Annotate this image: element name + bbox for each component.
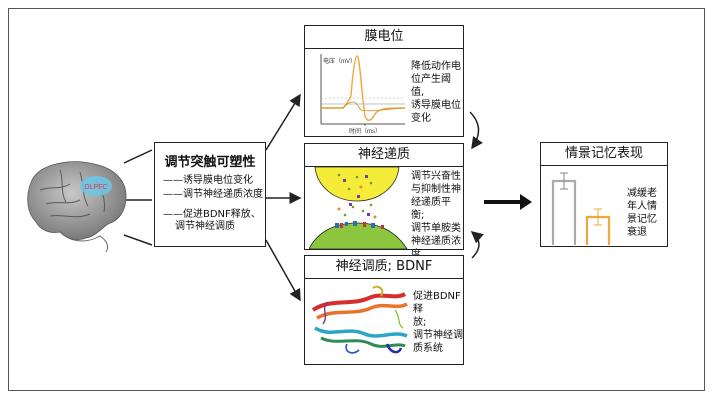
outer-frame: [8, 8, 705, 391]
nt-desc-1: 调节兴奋性: [411, 171, 461, 182]
svg-text:时间（ms）: 时间（ms）: [349, 127, 381, 135]
gray-bar: [551, 179, 577, 245]
neuromodulator-panel: 神经调质; BDNF 促进BDNF释 放; 调节神经调 质系统: [304, 255, 464, 365]
memory-desc-3: 景记忆: [627, 214, 657, 225]
bdnf-protein-structure: [311, 285, 408, 354]
memory-desc-1: 减缓老: [627, 188, 657, 199]
arrow-curve-upper: [469, 111, 483, 150]
connector-layer: [123, 93, 532, 302]
membrane-desc-4: 变化: [411, 113, 431, 124]
brain-illustration: DLPFC: [27, 161, 127, 253]
voltage-axis-label: 电压（mV）: [323, 57, 356, 65]
arrow-head-to-memory: [520, 194, 532, 210]
membrane-desc-3: 诱导膜电位: [411, 100, 461, 111]
arrow-brain-to-center-3: [123, 234, 153, 246]
episodic-memory-title: 情景记忆表现: [541, 143, 667, 166]
memory-bar-illustration: [551, 172, 611, 245]
center-line-3: ——促进BDNF释放、: [163, 209, 261, 220]
membrane-potential-title: 膜电位: [305, 26, 463, 49]
neuromodulator-title: 神经调质; BDNF: [305, 256, 463, 279]
dlpfc-region: [80, 176, 112, 196]
synapse-illustration: [309, 167, 408, 249]
memory-desc-4: 衰退: [627, 227, 647, 238]
center-line-1: ——诱导膜电位变化: [163, 175, 253, 186]
arrow-brain-to-center-1: [123, 149, 153, 164]
svg-text:电压（mV）: 电压（mV）: [323, 57, 356, 65]
synaptic-plasticity-box: 调节突触可塑性 ——诱导膜电位变化 ——调节神经递质浓度 ——促进BDNF释放、…: [154, 142, 266, 247]
nt-desc-2: 与抑制性神: [411, 184, 461, 195]
membrane-potential-panel: 膜电位 电压（mV） 时间（ms） 降低动作电 位产生阈值, 诱导膜电位 变化: [304, 25, 464, 137]
nt-desc-4: 调节单胺类: [411, 223, 461, 234]
synaptic-plasticity-title: 调节突触可塑性: [164, 155, 256, 170]
nm-desc-2: 放;: [413, 317, 427, 328]
nt-desc-6: 度: [411, 248, 463, 261]
neurotransmitter-title: 神经递质: [305, 144, 463, 167]
arrow-to-membrane: [265, 93, 301, 151]
episodic-memory-panel: 情景记忆表现 减缓老 年人情 景记忆 衰退: [540, 142, 668, 247]
dlpfc-label: DLPFC: [85, 184, 108, 191]
memory-desc-2: 年人情: [627, 201, 657, 212]
membrane-desc-2: 位产生阈值,: [411, 74, 451, 98]
center-line-2: ——调节神经递质浓度: [163, 189, 263, 200]
nt-desc-5: 神经递质浓: [411, 236, 461, 247]
nm-desc-4: 质系统: [413, 343, 443, 354]
membrane-desc-1: 降低动作电: [411, 61, 461, 72]
time-axis-label: 时间（ms）: [349, 127, 381, 135]
arrow-to-neuromodulator: [265, 239, 301, 302]
nt-desc-3: 经递质平衡;: [411, 197, 451, 221]
arrow-curve-lower: [470, 231, 484, 259]
neurotransmitter-panel: 神经递质 调节兴奋性 与抑制性神 经递质平衡; 调节单胺类 神经递质浓 度: [304, 143, 464, 260]
nm-desc-1: 促进BDNF释: [413, 291, 461, 315]
center-line-4: 调节神经调质: [175, 221, 235, 232]
action-potential-plot: 电压（mV） 时间（ms）: [320, 54, 406, 135]
nm-desc-3: 调节神经调: [413, 330, 463, 341]
